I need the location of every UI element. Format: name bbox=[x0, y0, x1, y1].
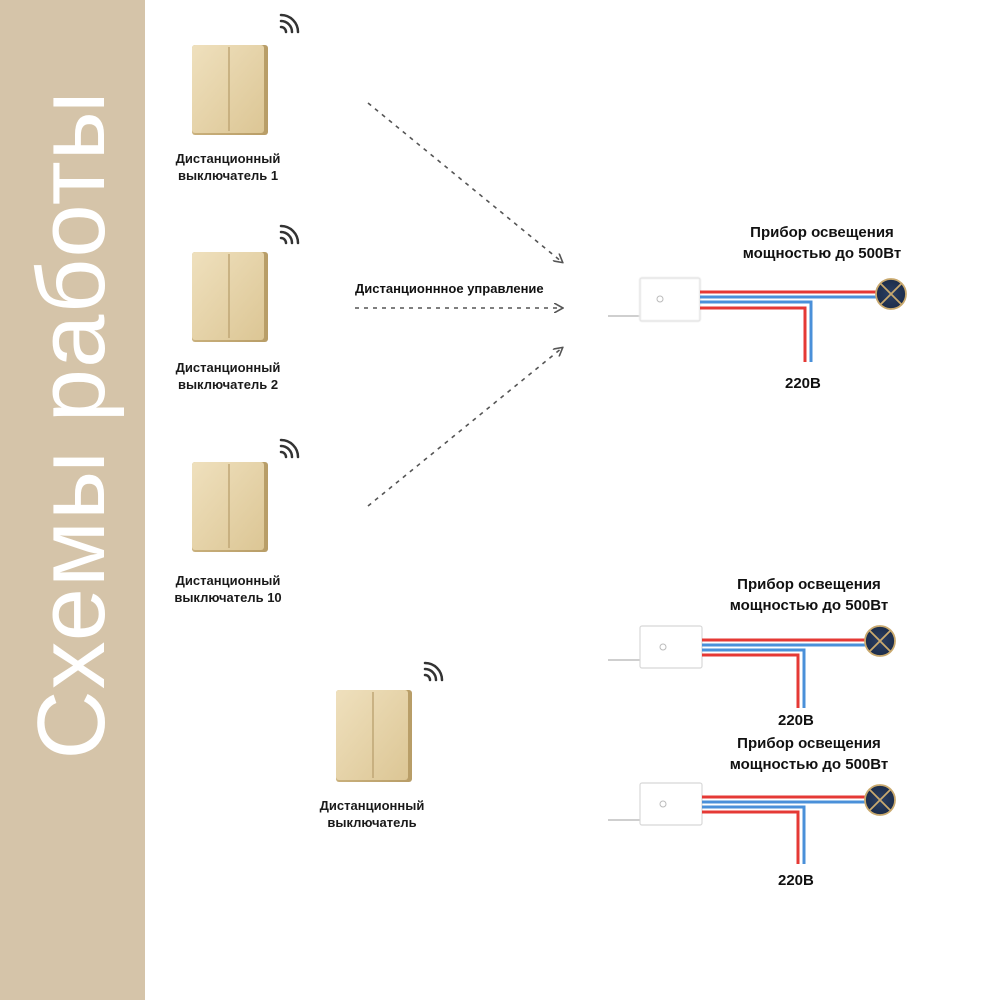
switch-label-10: Дистанционный выключатель 10 bbox=[158, 572, 298, 606]
switch-label-line: выключатель bbox=[327, 815, 417, 830]
device-label-3: Прибор освещения мощностью до 500Вт bbox=[709, 733, 909, 775]
device-label-line: Прибор освещения bbox=[750, 224, 894, 241]
switch-label-line: выключатель 2 bbox=[177, 377, 279, 392]
relay-module-3 bbox=[608, 782, 703, 826]
switch-plate bbox=[192, 45, 268, 135]
switch-label-2: Дистанционный выключатель 2 bbox=[158, 359, 298, 393]
switch-label-1: Дистанционный выключатель 1 bbox=[158, 150, 298, 184]
voltage-label-3: 220В bbox=[778, 872, 814, 889]
lamp-icon-3 bbox=[864, 784, 896, 816]
relay-module-2 bbox=[608, 625, 703, 669]
wireless-switch-2 bbox=[192, 224, 300, 342]
signal-arrows bbox=[355, 102, 562, 507]
switch-label-line: выключатель 1 bbox=[177, 168, 279, 183]
device-label-line: мощностью до 500Вт bbox=[742, 245, 902, 262]
device-label-line: Прибор освещения bbox=[737, 735, 881, 752]
wireless-switch-10 bbox=[192, 438, 300, 552]
switch-label-line: выключатель 10 bbox=[174, 590, 282, 605]
wireless-signal-icon bbox=[279, 438, 300, 459]
remote-control-label: Дистанционнное управление bbox=[355, 281, 544, 296]
device-label-line: мощностью до 500Вт bbox=[729, 597, 889, 614]
device-label-line: мощностью до 500Вт bbox=[729, 756, 889, 773]
device-label-1: Прибор освещения мощностью до 500Вт bbox=[722, 222, 922, 264]
switch-plate bbox=[336, 690, 412, 782]
device-label-2: Прибор освещения мощностью до 500Вт bbox=[709, 574, 909, 616]
voltage-label-2: 220В bbox=[778, 712, 814, 729]
wiring-2 bbox=[702, 638, 865, 708]
device-label-line: Прибор освещения bbox=[737, 576, 881, 593]
switch-plate bbox=[192, 462, 268, 552]
arrow-switch-10 bbox=[367, 348, 562, 507]
switch-label-line: Дистанционный bbox=[175, 573, 281, 588]
sidebar: Схемы работы bbox=[0, 0, 145, 1000]
switch-label-line: Дистанционный bbox=[319, 798, 425, 813]
wiring-3 bbox=[702, 795, 865, 864]
switch-label-line: Дистанционный bbox=[175, 151, 281, 166]
wireless-switch-single bbox=[336, 661, 444, 782]
switch-plate bbox=[192, 252, 268, 342]
wireless-signal-icon bbox=[279, 13, 300, 34]
wireless-signal-icon bbox=[279, 224, 300, 245]
switch-label-single: Дистанционный выключатель bbox=[302, 797, 442, 831]
switch-label-line: Дистанционный bbox=[175, 360, 281, 375]
voltage-label-1: 220В bbox=[785, 375, 821, 392]
relay-module-1 bbox=[608, 276, 702, 323]
wireless-signal-icon bbox=[423, 661, 444, 682]
arrow-switch-1 bbox=[367, 102, 562, 262]
wireless-switch-1 bbox=[192, 13, 300, 135]
lamp-icon-1 bbox=[875, 278, 907, 310]
wiring-1 bbox=[700, 290, 876, 362]
lamp-icon-2 bbox=[864, 625, 896, 657]
